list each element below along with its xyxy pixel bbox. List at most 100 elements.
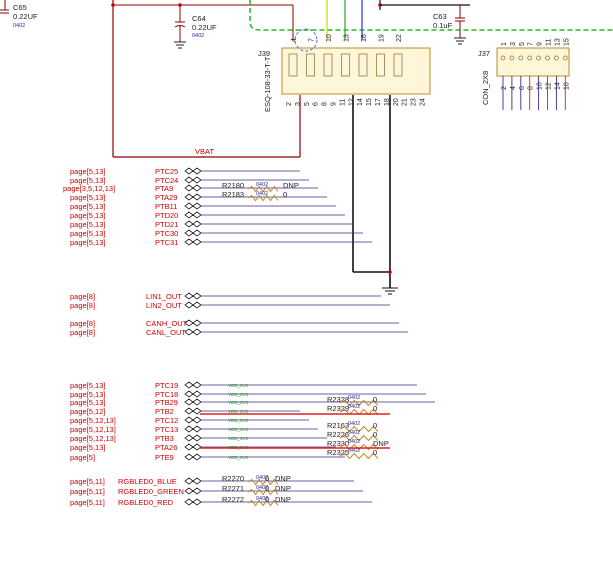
j39-bottom-pin-label: 12 (348, 98, 355, 106)
resistor-ref: R2329 (327, 404, 349, 413)
page-reference: page[8] (70, 292, 95, 301)
vdd-tag: VDD_3V3 (228, 427, 249, 432)
signal-row: page[8] LIN1_OUT (70, 292, 381, 301)
j37-bottom-pin-label: 10 (537, 82, 544, 90)
resistor-package: 0402 (348, 448, 360, 454)
j39-top-pin-label: 16 (361, 34, 368, 42)
vdd-tag: VDD_3V3 (228, 383, 249, 388)
net-name: LIN1_OUT (146, 292, 182, 301)
resistor-value: DNP (283, 181, 299, 190)
signal-rows: page[5,13]PTC25page[5,13]PTC24page[3,5,1… (63, 167, 435, 507)
signal-row: page[8]CANH_OUT (70, 319, 399, 328)
resistor-package: 0402 (348, 395, 360, 401)
j37-bottom-pin-label: 14 (554, 82, 561, 90)
page-reference: page[5,12,13] (70, 425, 116, 434)
resistor-ref: R2183 (222, 190, 244, 199)
page-reference: page[5] (70, 453, 95, 462)
signal-row: page[8]LIN2_OUT (70, 301, 390, 310)
dnp-marker: DNP (275, 474, 291, 483)
signal-row: page[5,13]PTC25 (70, 167, 300, 176)
c65-ref: C65 (13, 3, 27, 12)
page-reference: page[5,12,13] (70, 434, 116, 443)
j39-bottom-pin-label: 20 (393, 98, 400, 106)
j37-top-pin-label: 15 (563, 38, 570, 46)
j39-bottom-pin-label: 17 (375, 98, 382, 106)
resistor-ref: R2325 (327, 448, 349, 457)
resistor-ref: R2330 (327, 439, 349, 448)
page-reference: page[5,11] (70, 498, 105, 507)
j37-top-pin-label: 1 (501, 42, 508, 46)
net-name: PTC13 (155, 425, 178, 434)
resistor-ref: R2270 (222, 474, 244, 483)
page-reference: page[5,13] (70, 193, 105, 202)
power-dashed-trace (249, 0, 613, 31)
page-reference: page[5,13] (70, 202, 105, 211)
j39-bottom-pin-label: 23 (411, 98, 418, 106)
j37-top-pin-label: 11 (546, 39, 553, 46)
page-reference: page[8] (70, 319, 95, 328)
resistor-value: 0 (373, 421, 377, 430)
resistor-ref: R2272 (222, 495, 244, 504)
page-reference: page[5,13] (70, 398, 105, 407)
j39-bottom-pin-label: 14 (357, 98, 364, 106)
page-reference: page[5,13] (70, 390, 105, 399)
net-name: PTA9 (155, 184, 173, 193)
j39-bottom-pin-label: 6 (313, 102, 320, 106)
page-reference: page[5,13] (70, 167, 105, 176)
j39-bottom-pin-label: 2 (286, 102, 293, 106)
resistor-value: 0 (373, 395, 377, 404)
vdd-tag: VDD_3V3 (228, 392, 249, 397)
j37-connector: J37 CON_2X8 (478, 47, 570, 105)
j39-bottom-pin-label: 9 (331, 102, 338, 106)
ground-symbol (352, 95, 398, 295)
resistor-value: 0 (373, 404, 377, 413)
j39-bottom-pin-label: 3 (295, 102, 302, 106)
j37-top-pin-label: 9 (537, 42, 544, 46)
net-name: PTA26 (155, 443, 177, 452)
c64-capacitor: C64 0.22UF 0402 (174, 5, 217, 49)
vdd-tag: VDD_3V3 (228, 409, 249, 414)
c65-value: 0.22UF (13, 12, 38, 21)
page-reference: page[5,12] (70, 407, 105, 416)
page-reference: page[5,11] (70, 477, 105, 486)
page-reference: page[5,13] (70, 443, 105, 452)
resistor-value: 0 (265, 495, 269, 504)
page-reference: page[5,11] (70, 487, 105, 496)
signal-row: page[5,12,13] PTC13 VDD_3V3 (70, 425, 318, 434)
net-name: PTC12 (155, 416, 178, 425)
resistor-package: 0402 (348, 404, 360, 410)
j37-bottom-pin-label: 16 (563, 82, 570, 90)
signal-row: page[5,13]PTC30 (70, 229, 363, 238)
j37-bottom-pin-label: 12 (546, 82, 553, 90)
vdd-tag: VDD_3V3 (228, 418, 249, 423)
page-reference: page[3,5,12,13] (63, 184, 115, 193)
j37-bottom-pin-label: 8 (528, 86, 535, 90)
vdd-tag: VDD_3V3 (228, 455, 249, 460)
j37-ref: J37 (478, 49, 490, 58)
resistor-package: 0402 (256, 182, 268, 188)
page-reference: page[5,13] (70, 238, 105, 247)
resistor-ref: R2328 (327, 395, 349, 404)
j39-bottom-pin-label: 18 (384, 98, 391, 106)
net-name: CANL_OUT (146, 328, 186, 337)
j39-type: ESQ-108-33-T-T (263, 56, 272, 112)
c64-package: 0402 (192, 33, 204, 39)
j39-ref: J39 (258, 49, 270, 58)
signal-row: page[5,13] PTC18 VDD_3V3 (70, 390, 426, 399)
net-name: PTC18 (155, 390, 178, 399)
net-name: RGBLED0_BLUE (118, 477, 177, 486)
c63-ref: C63 (433, 12, 447, 21)
j39-top-pin-label: 7 (309, 38, 316, 42)
dnp-marker: DNP (275, 495, 291, 504)
